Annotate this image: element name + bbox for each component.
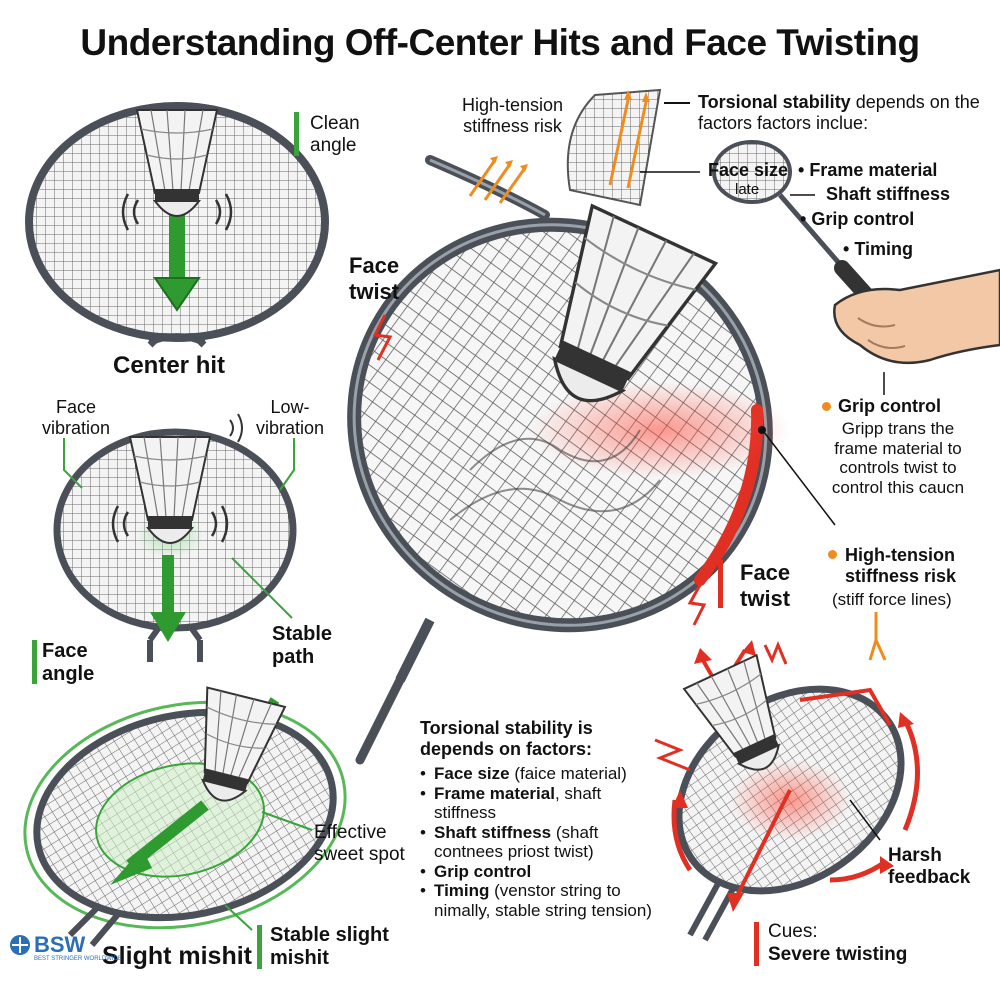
page-title: Understanding Off-Center Hits and Face T… xyxy=(80,22,920,63)
stable-mishit-marker xyxy=(257,925,262,969)
cues-label: Cues: xyxy=(768,921,818,942)
slight-mishit-label: Slight mishit xyxy=(102,942,252,970)
severe-twisting-marker xyxy=(754,922,759,966)
main-racket xyxy=(347,204,836,765)
bsw-logo-text: BSW xyxy=(34,932,86,957)
severe-twist-racket xyxy=(654,612,920,942)
string-closeup xyxy=(425,88,700,220)
top-factor-grip-control: • Grip control xyxy=(800,209,915,229)
torsional-intro: Torsional stability depends on the facto… xyxy=(698,92,988,134)
top-factor-frame-material: • Frame material xyxy=(798,160,938,180)
factor-item: Frame material, shaft stiffness xyxy=(420,784,660,823)
bsw-logo-tagline: BEST STRINGER WORLDWIDE xyxy=(34,956,122,962)
vibration-racket xyxy=(53,413,297,662)
face-twist-bottom-label: Face twist xyxy=(740,560,791,611)
factors-heading: Torsional stability is depends on factor… xyxy=(420,718,593,759)
grip-note-title: Grip control xyxy=(838,396,941,416)
torsional-intro-bold: Torsional stability xyxy=(698,92,851,112)
effective-sweet-spot-label: Effective sweet spot xyxy=(314,822,405,866)
face-twist-marker xyxy=(718,560,723,608)
mishit-racket xyxy=(23,686,347,947)
clean-angle-label: Clean angle xyxy=(310,113,360,157)
stable-slight-mishit-label: Stable slight mishit xyxy=(270,924,389,970)
harsh-feedback-label: Harsh feedback xyxy=(888,845,971,889)
top-factor-timing: • Timing xyxy=(843,239,913,259)
factor-item: Timing (venstor string to nimally, stabl… xyxy=(420,881,660,920)
stable-path-label: Stable path xyxy=(272,623,333,669)
grip-note-dot xyxy=(822,402,831,411)
torsional-intro-rest: depends on the factors factors inclue: xyxy=(698,92,980,133)
bsw-logo-mark xyxy=(10,935,30,955)
face-vibration-label: Face vibration xyxy=(41,397,111,438)
high-tension-risk-label: High-tension stiffness risk xyxy=(461,95,564,136)
grip-note-body: Gripp trans the frame material to contro… xyxy=(831,419,965,498)
factor-item: Face size (faice material) xyxy=(420,764,660,784)
small-racket-with-hand xyxy=(712,140,1000,395)
severe-twisting-label: Severe twisting xyxy=(768,944,908,965)
face-angle-marker xyxy=(32,640,37,684)
tension-note-body: (stiff force lines) xyxy=(832,590,952,609)
face-angle-label: Face angle xyxy=(42,640,95,686)
factors-list: Face size (faice material) Frame materia… xyxy=(420,764,660,920)
low-vibration-label: Low-vibration xyxy=(255,397,325,438)
face-twist-top-label: Face twist xyxy=(349,253,400,304)
face-size-sub-label: late xyxy=(735,181,760,198)
center-hit-racket xyxy=(25,102,329,348)
tension-note-title: High-tension stiffness risk xyxy=(845,545,957,586)
face-size-label: Face size xyxy=(708,160,789,180)
clean-angle-marker xyxy=(294,112,299,156)
center-hit-label: Center hit xyxy=(113,352,226,379)
factor-item: Grip control xyxy=(420,862,660,882)
top-factor-shaft-stiffness: Shaft stiffness xyxy=(826,184,951,204)
tension-note-dot xyxy=(828,550,837,559)
factor-item: Shaft stiffness (shaft contnees priost t… xyxy=(420,823,660,862)
